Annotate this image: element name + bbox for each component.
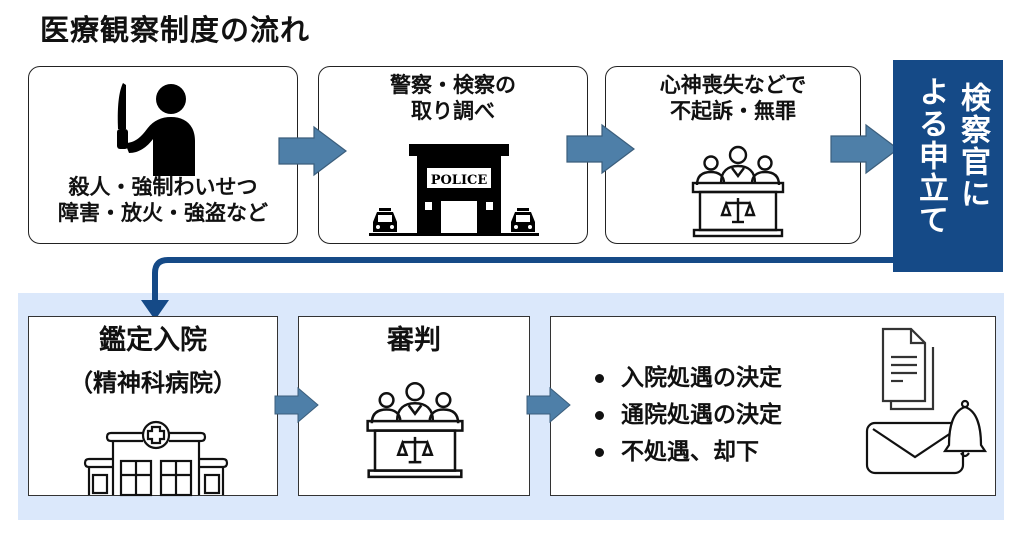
court-judges-icon (366, 381, 464, 479)
police-car-icon (511, 208, 535, 232)
bullet-icon (595, 411, 604, 420)
flow-arrow-icon (830, 123, 899, 175)
document-mail-bell-icon (865, 327, 988, 475)
step-card-non-prosecution: 心神喪失などで 不起訴・無罪 (605, 66, 861, 244)
flow-arrow-icon (566, 123, 635, 175)
step-card-assessment: 鑑定入院 （精神科病院） (28, 316, 278, 497)
flow-arrow-icon (278, 125, 347, 177)
police-sign-label: POLICE (431, 173, 488, 188)
step-line: 審判 (387, 325, 441, 356)
step-card-trial: 審判 (298, 316, 530, 496)
decision-item: 入院処遇の決定 (589, 360, 782, 397)
decision-item: 不処遇、却下 (589, 434, 782, 471)
bullet-icon (595, 374, 604, 383)
bullet-icon (595, 448, 604, 457)
flow-arrow-icon (526, 386, 571, 424)
step-card-crime: 殺人・強制わいせつ 障害・放火・強盗など (28, 66, 298, 244)
connector-arrow (141, 257, 900, 320)
page-title: 医療観察制度の流れ (40, 13, 311, 47)
step-line: 警察・検察の (390, 73, 516, 97)
step-card-investigation: 警察・検察の 取り調べ POLICE (318, 66, 588, 244)
person-with-knife-icon (117, 83, 195, 176)
police-station-icon: POLICE (369, 144, 539, 236)
step-line: 殺人・強制わいせつ (68, 175, 258, 199)
hospital-icon (83, 420, 229, 497)
flow-arrow-icon (274, 386, 319, 424)
prosecutor-text-col1: 検察官に (955, 82, 990, 210)
police-car-icon (373, 208, 397, 232)
step-line: 鑑定入院 (99, 325, 207, 356)
prosecutor-petition-box: 検察官に よる申立て (893, 60, 1003, 272)
step-line: 障害・放火・強盗など (58, 200, 268, 225)
step-line: 心神喪失などで (659, 73, 807, 97)
step-line: 不起訴・無罪 (670, 98, 796, 123)
prosecutor-text-col2: よる申立て (913, 76, 948, 236)
decision-list: 入院処遇の決定 通院処遇の決定 不処遇、却下 (589, 360, 782, 471)
step-card-decision: 入院処遇の決定 通院処遇の決定 不処遇、却下 (550, 316, 996, 496)
step-line: 取り調べ (411, 98, 495, 123)
court-judges-icon (691, 145, 785, 238)
step-line: （精神科病院） (69, 369, 237, 397)
decision-item: 通院処遇の決定 (589, 397, 782, 434)
